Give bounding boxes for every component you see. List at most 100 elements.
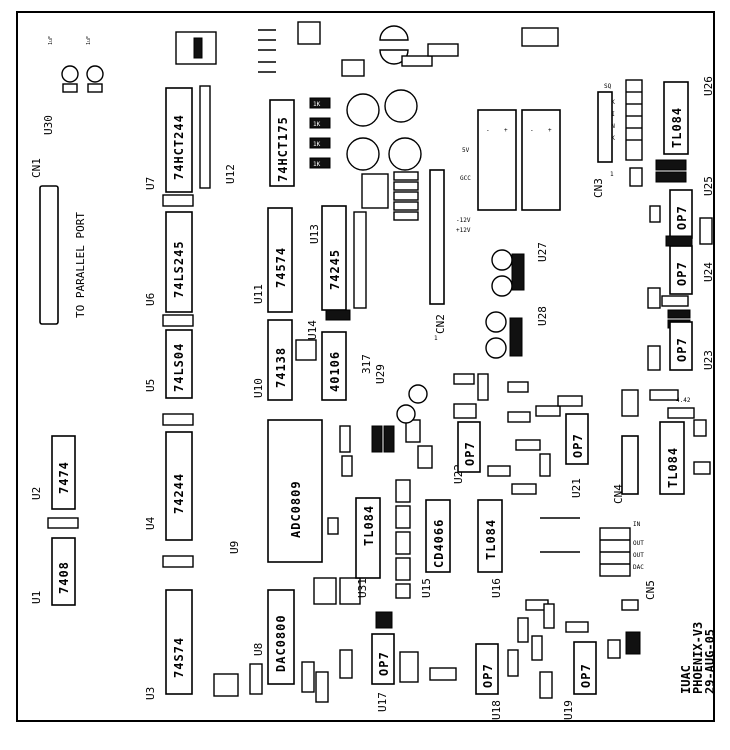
u18-chip-name: OP7 <box>481 663 495 688</box>
u16-chip-name: TL084 <box>484 519 498 560</box>
u21-chip <box>565 413 589 465</box>
u25-chip-name: OP7 <box>675 205 689 230</box>
r-u8 <box>249 663 263 695</box>
u7-label: U7 <box>144 177 157 190</box>
cap-u29-a <box>408 384 428 404</box>
u16-chip <box>477 499 503 573</box>
u9-chip <box>267 419 323 563</box>
p12-label: +12V <box>456 227 471 234</box>
u1-chip <box>51 537 76 606</box>
cn4-connector <box>621 435 639 495</box>
so-label: SQ <box>604 83 612 90</box>
u3-chip <box>165 589 193 695</box>
u27-label: U27 <box>536 242 549 262</box>
r-pack-u13 <box>353 211 367 309</box>
u17-label: U17 <box>376 692 389 712</box>
c-u23 <box>647 345 661 371</box>
cn2-label: CN2 <box>434 314 447 334</box>
r-442-value: 4.42 <box>676 397 691 404</box>
u27-u28-parts <box>485 249 525 359</box>
u24-label: U24 <box>702 262 715 282</box>
u7-chip-name: 74HCT244 <box>172 114 186 180</box>
cn5-dac: DAC <box>633 564 644 571</box>
v5-label: 5V <box>462 147 470 154</box>
u20-chip-name: TL084 <box>666 447 680 488</box>
r-10k-u14 <box>325 309 351 321</box>
u3-chip-name: 74S74 <box>172 637 186 678</box>
u25-label: U25 <box>702 176 715 196</box>
u20-chip <box>659 421 685 495</box>
cap-left-minus: - <box>486 127 490 134</box>
r-1k-d: 1K <box>313 161 321 168</box>
u29-label: U29 <box>374 364 387 384</box>
c-u6 <box>162 314 194 327</box>
u18-label: U18 <box>490 700 503 720</box>
resistor-rows-mid <box>453 373 711 699</box>
date-label: 29-AUG-05 <box>703 629 717 694</box>
cn2-connector <box>429 169 445 305</box>
u23-chip <box>669 321 693 371</box>
u11-chip-name: 74574 <box>274 247 288 288</box>
u30-label: U30 <box>42 115 55 135</box>
u6-chip <box>165 211 193 313</box>
resistor-array-mid <box>361 171 419 221</box>
u12-chip-name: 74HCT175 <box>276 116 290 182</box>
u10-chip <box>267 319 293 401</box>
u3-label: U3 <box>144 687 157 700</box>
cap-100uf-left <box>477 109 517 211</box>
cn5-out: OUT <box>633 540 644 547</box>
u8-chip-name: DAC0800 <box>274 614 288 672</box>
u15-label: U15 <box>420 578 433 598</box>
parallel-port-label: TO PARALLEL PORT <box>74 212 87 318</box>
u10-chip-name: 74138 <box>274 347 288 388</box>
u17-chip-name: OP7 <box>377 651 391 676</box>
u14-chip <box>321 331 347 401</box>
u23-chip-name: OP7 <box>675 337 689 362</box>
r-u24 <box>665 235 693 247</box>
u13-label: U13 <box>308 224 321 244</box>
u1-chip-name: 7408 <box>57 561 71 594</box>
cn2-pin1: 1 <box>434 335 438 342</box>
u14-label: U14 <box>306 320 319 340</box>
u15-chip <box>425 499 451 573</box>
cn3-label: CN3 <box>592 178 605 198</box>
u26-chip <box>663 81 689 155</box>
svg-text:1uF: 1uF <box>48 36 54 45</box>
u31-chip <box>355 497 381 579</box>
u6-label: U6 <box>144 293 157 306</box>
u5-chip <box>165 329 193 399</box>
u8-label: U8 <box>252 643 265 656</box>
u17-chip <box>371 633 395 685</box>
resistor-442: 4.42 <box>667 397 695 419</box>
c-u2-cap <box>47 517 79 529</box>
u1-label: U1 <box>30 591 43 604</box>
r-pack-u7 <box>199 85 211 189</box>
u13-chip-name: 74245 <box>328 249 342 290</box>
u9-label: U9 <box>228 541 241 554</box>
u9-chip-name: ADC0809 <box>289 480 303 538</box>
diode-rows <box>540 517 580 553</box>
u31-chip-name: TL084 <box>362 505 376 546</box>
u15-chip-name: CD4066 <box>432 519 446 568</box>
gcc-label: GCC <box>460 175 471 182</box>
cn1-label: CN1 <box>30 158 43 178</box>
r-1k-c: 1K <box>313 141 321 148</box>
u22-chip-name: OP7 <box>463 441 477 466</box>
resistors-t-area: 1K 1K 1K 1K <box>309 97 331 169</box>
cn5-out2: OUT <box>633 552 644 559</box>
u24-chip-name: OP7 <box>675 261 689 286</box>
c-u25 <box>649 205 661 223</box>
r-u18-a <box>429 667 457 681</box>
board-outline <box>16 11 715 722</box>
c-u7 <box>162 194 194 207</box>
phoenix-label: PHOENIX-V3 <box>691 622 705 694</box>
u2-label: U2 <box>30 487 43 500</box>
transistors <box>341 25 559 171</box>
u4-chip <box>165 431 193 541</box>
pot-u17 <box>375 611 393 629</box>
u4-chip-name: 74244 <box>172 473 186 514</box>
m12-label: -12V <box>456 217 471 224</box>
u12-chip <box>269 99 295 187</box>
u21-label: U21 <box>570 478 583 498</box>
